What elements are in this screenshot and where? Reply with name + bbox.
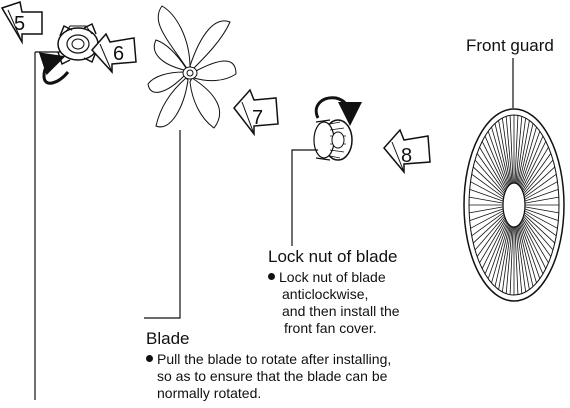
guard-spoke <box>509 226 514 295</box>
step-7-number: 7 <box>252 107 263 129</box>
guard-spoke <box>501 118 512 184</box>
guard-spoke <box>476 217 506 257</box>
guard-spoke <box>469 206 504 214</box>
knob-part <box>57 22 99 66</box>
step-5-number: 5 <box>14 13 25 35</box>
guard-spoke <box>521 220 547 269</box>
guard-spoke <box>494 123 510 186</box>
guard-spoke <box>484 135 508 189</box>
guard-spoke <box>519 131 541 188</box>
guard-spoke <box>470 210 504 229</box>
guard-spoke <box>518 123 534 186</box>
step-5-arrow-icon: 5 <box>0 1 43 45</box>
rotate-anticlockwise-icon-2 <box>314 96 362 126</box>
guard-spoke <box>522 218 549 264</box>
guard-spoke <box>505 116 513 184</box>
guard-spoke <box>491 126 509 187</box>
guard-spoke <box>514 115 519 184</box>
guard-spoke <box>523 214 556 244</box>
guard-spoke <box>516 226 527 292</box>
guard-spoke <box>524 208 559 222</box>
blade-label: Blade <box>146 329 190 348</box>
guard-spoke <box>523 159 554 195</box>
guard-spoke <box>498 225 511 290</box>
guard-spoke <box>471 212 504 237</box>
guard-spoke <box>524 196 559 204</box>
front-guard-label: Front guard <box>466 36 554 55</box>
guard-spoke <box>515 226 523 294</box>
guard-spoke <box>524 181 558 200</box>
guard-spoke <box>470 181 504 200</box>
guard-spoke <box>524 212 557 237</box>
guard-spoke <box>517 120 530 185</box>
guard-spoke <box>484 221 508 275</box>
step-6-arrow-icon: 6 <box>90 32 137 74</box>
guard-spoke <box>524 173 557 198</box>
guard-spoke <box>522 217 552 257</box>
guard-spoke <box>519 222 541 279</box>
fan-blade <box>147 5 237 129</box>
step-8-number: 8 <box>401 145 412 167</box>
guard-spoke <box>498 120 511 185</box>
guard-spoke <box>487 131 509 188</box>
guard-spoke <box>491 223 509 284</box>
front-guard-part <box>463 108 565 302</box>
guard-spoke <box>520 135 544 189</box>
lock-nut-note-line-1: Lock nut of blade <box>268 269 400 286</box>
bullet-icon <box>268 273 275 280</box>
lock-nut-note-line-2: anticlockwise, <box>282 286 369 302</box>
guard-spoke <box>472 214 505 244</box>
guard-spoke <box>469 208 504 222</box>
guard-spoke <box>518 224 534 287</box>
guard-spoke <box>516 118 527 184</box>
guard-spoke <box>469 196 504 204</box>
blade-note-line-2: so as to ensure that the blade can be <box>157 368 388 384</box>
guard-spoke <box>474 215 505 251</box>
guard-spoke <box>520 221 544 275</box>
guard-spoke <box>524 188 559 202</box>
guard-spoke <box>501 226 512 292</box>
step-7-arrow-icon: 7 <box>233 88 279 137</box>
guard-spoke <box>481 141 507 190</box>
lock-nut-part <box>313 119 353 161</box>
guard-spoke <box>469 188 504 202</box>
lock-nut-note-line-4: front fan cover. <box>284 320 377 336</box>
rotate-anticlockwise-icon <box>38 52 70 85</box>
guard-spoke <box>519 223 537 284</box>
guard-spoke <box>472 166 505 196</box>
guard-spoke <box>524 210 558 229</box>
guard-spoke <box>523 166 556 196</box>
guard-spoke <box>479 146 506 192</box>
guard-spoke <box>522 146 549 192</box>
guard-spoke <box>509 115 514 184</box>
step-8-arrow-icon: 8 <box>383 128 431 175</box>
guard-spoke <box>487 222 509 279</box>
step-6-number: 6 <box>113 43 124 65</box>
guard-spoke <box>517 225 530 290</box>
blade-note-line-3: normally rotated. <box>157 385 262 401</box>
blade-note: Pull the blade to rotate after installin… <box>146 351 391 402</box>
guard-spoke <box>481 220 507 269</box>
guard-spoke <box>522 153 552 193</box>
guard-spoke <box>494 224 510 287</box>
guard-spoke <box>471 173 504 198</box>
blade-note-line-1: Pull the blade to rotate after installin… <box>146 351 391 368</box>
guard-spoke <box>514 226 519 295</box>
lock-nut-note-line-3: and then install the <box>282 303 400 319</box>
bullet-icon <box>146 355 153 362</box>
lock-nut-label: Lock nut of blade <box>268 247 398 266</box>
guard-spoke <box>524 206 559 214</box>
lock-nut-note: Lock nut of blade anticlockwise, and the… <box>268 269 400 337</box>
guard-spoke <box>521 141 547 190</box>
guard-spoke <box>515 116 523 184</box>
guard-spoke <box>523 215 554 251</box>
guard-spoke <box>476 153 506 193</box>
guard-spoke <box>474 159 505 195</box>
guard-spoke <box>519 126 537 187</box>
guard-spoke <box>505 226 513 294</box>
guard-spoke <box>479 218 506 264</box>
